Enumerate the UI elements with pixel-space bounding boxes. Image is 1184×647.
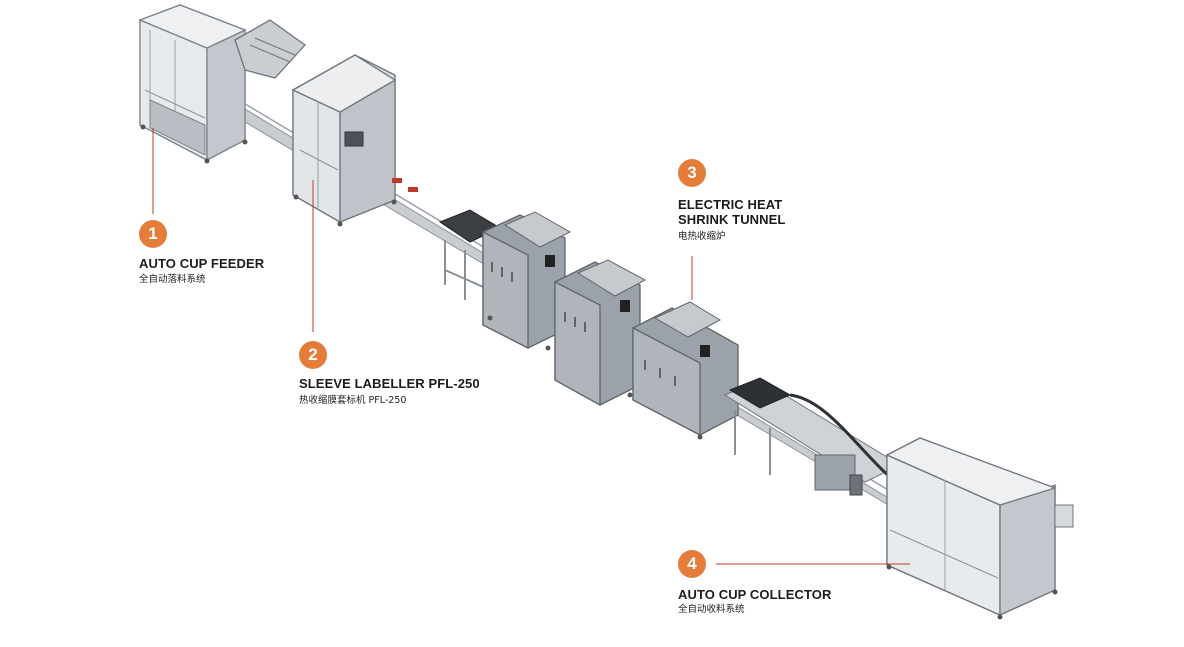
station-3-title-line2: SHRINK TUNNEL <box>678 212 786 227</box>
station-2-subtitle: 热收缩膜套标机 PFL-250 <box>299 395 407 406</box>
output-conveyor <box>723 377 906 496</box>
auto-cup-collector-machine <box>885 437 1074 620</box>
station-1-title: AUTO CUP FEEDER <box>139 256 265 271</box>
shrink-tunnel-machine <box>482 211 739 440</box>
sleeve-labeller-machine <box>291 54 418 227</box>
station-2-badge: 2 <box>299 341 327 369</box>
station-3-badge: 3 <box>678 159 706 187</box>
station-4-badge: 4 <box>678 550 706 578</box>
station-4-subtitle: 全自动收料系统 <box>678 604 745 615</box>
auto-cup-feeder-machine <box>138 4 306 164</box>
station-1-subtitle: 全自动落料系统 <box>139 274 206 285</box>
station-2-title: SLEEVE LABELLER PFL-250 <box>299 376 480 391</box>
station-3-title-line1: ELECTRIC HEAT <box>678 197 783 212</box>
station-4-title: AUTO CUP COLLECTOR <box>678 587 832 602</box>
station-1-badge: 1 <box>139 220 167 248</box>
station-3-subtitle: 电热收缩炉 <box>678 231 726 242</box>
